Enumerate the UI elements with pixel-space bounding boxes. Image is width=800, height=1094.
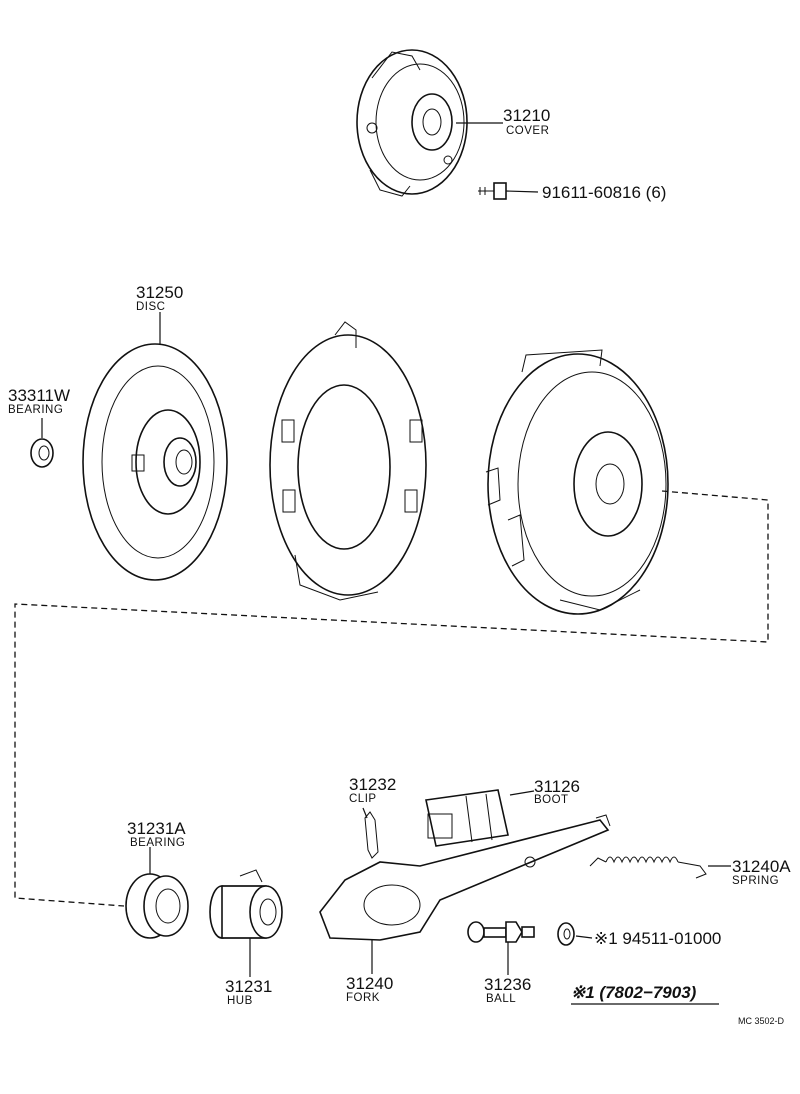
part-label-boot: 31126 BOOT (534, 777, 580, 806)
part-name-spring: SPRING (732, 875, 779, 887)
part-number-hub: 31231 (225, 977, 272, 996)
part-number-spring: 31240A (732, 857, 791, 876)
leader-lines (41, 122, 731, 977)
release-bearing-drawing (125, 873, 189, 939)
ball-stud-drawing (467, 921, 535, 943)
release-fork-drawing (319, 814, 611, 941)
part-number-ball: 31236 (484, 975, 531, 994)
part-name-boot: BOOT (534, 794, 569, 806)
washer-note: ※1 94511-01000 (594, 929, 721, 948)
part-number-clip: 31232 (349, 775, 396, 794)
part-number-release-bearing: 31231A (127, 819, 186, 838)
part-number-fork: 31240 (346, 974, 393, 993)
part-label-spring: 31240A SPRING (732, 857, 791, 887)
part-name-hub: HUB (227, 995, 253, 1007)
part-label-clip: 31232 CLIP (349, 775, 396, 805)
part-number-pilot-bearing: 33311W (8, 386, 70, 405)
assembly-bracket-line (14, 490, 769, 907)
part-number-boot: 31126 (534, 777, 580, 796)
part-name-release-bearing: BEARING (130, 837, 185, 849)
part-label-disc: 31250 DISC (136, 283, 183, 313)
part-label-release-bearing: 31231A BEARING (127, 819, 186, 849)
production-note-text: ※1 (7802−7903) (571, 983, 697, 1002)
part-name-cover: COVER (506, 125, 549, 137)
pressure-plate-ring-drawing (269, 321, 427, 601)
part-label-cover: 31210 COVER (503, 106, 550, 137)
clutch-cover-small-drawing (356, 49, 468, 197)
hub-drawing (209, 869, 283, 939)
production-note: ※1 (7802−7903) (571, 983, 719, 1005)
clutch-disc-drawing (82, 343, 228, 581)
part-name-pilot-bearing: BEARING (8, 404, 63, 416)
clutch-cover-large-drawing (485, 349, 669, 615)
diagram-code: MC 3502-D (738, 1016, 785, 1026)
part-name-clip: CLIP (349, 793, 377, 805)
boot-drawing (425, 789, 509, 847)
washer-drawing (557, 922, 575, 946)
part-number-disc: 31250 (136, 283, 183, 302)
part-number-cover: 31210 (503, 106, 550, 125)
part-name-disc: DISC (136, 301, 165, 313)
part-name-ball: BALL (486, 993, 516, 1005)
pilot-bearing-drawing (30, 438, 54, 468)
part-number-bolt: 91611-60816 (6) (542, 183, 666, 202)
part-label-hub: 31231 HUB (225, 977, 272, 1007)
part-label-ball: 31236 BALL (484, 975, 531, 1005)
bolt-drawing (478, 182, 507, 200)
part-label-fork: 31240 FORK (346, 974, 393, 1004)
return-spring-drawing (589, 856, 707, 879)
clip-drawing (364, 811, 379, 859)
part-label-pilot-bearing: 33311W BEARING (8, 386, 70, 416)
part-name-fork: FORK (346, 992, 380, 1004)
